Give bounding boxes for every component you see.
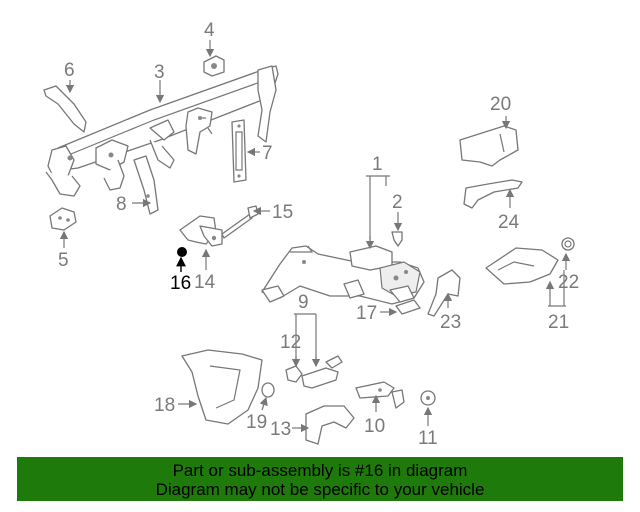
callout-20: 20 bbox=[490, 94, 511, 115]
part-17-piece bbox=[395, 299, 421, 315]
steering-column bbox=[261, 245, 425, 305]
part-13-bracket bbox=[305, 405, 355, 445]
part-20-upper-shroud bbox=[459, 125, 519, 167]
part-22-grommet bbox=[561, 237, 575, 251]
part-14-bracket bbox=[179, 215, 223, 247]
callout-labels: 4 6 3 7 8 5 15 14 16 1 2 17 23 20 24 22 … bbox=[58, 20, 579, 449]
banner-line-2: Diagram may not be specific to your vehi… bbox=[155, 480, 485, 499]
callout-4: 4 bbox=[204, 20, 215, 41]
part-4-bracket bbox=[203, 55, 225, 77]
leader-lines bbox=[59, 40, 571, 433]
callout-14: 14 bbox=[194, 272, 216, 293]
part-6-trim bbox=[43, 85, 87, 133]
callout-17: 17 bbox=[356, 303, 377, 324]
part-11-washer bbox=[420, 390, 436, 406]
callout-8: 8 bbox=[116, 194, 127, 215]
callout-2: 2 bbox=[392, 192, 403, 213]
callout-24: 24 bbox=[498, 212, 520, 233]
part-21-lower-shroud bbox=[485, 247, 559, 285]
callout-18: 18 bbox=[154, 395, 175, 416]
callout-19: 19 bbox=[246, 412, 267, 433]
callout-9: 9 bbox=[298, 292, 309, 313]
parts-diagram: 4 6 3 7 8 5 15 14 16 1 2 17 23 20 24 22 … bbox=[43, 20, 579, 449]
callout-5: 5 bbox=[58, 250, 69, 271]
callout-12: 12 bbox=[280, 332, 301, 353]
part-12-cylinder bbox=[285, 365, 303, 383]
callout-1: 1 bbox=[372, 154, 383, 175]
part-18-knee-bolster bbox=[181, 349, 263, 425]
part-8-support bbox=[133, 155, 159, 215]
part-24-switch bbox=[463, 179, 523, 209]
part-9-lock-cylinder bbox=[301, 355, 343, 389]
part-2-bolt bbox=[391, 231, 403, 247]
callout-3: 3 bbox=[154, 62, 165, 83]
part-5-plate bbox=[49, 207, 77, 231]
callout-15: 15 bbox=[272, 202, 293, 223]
banner-line-1: Part or sub-assembly is #16 in diagram bbox=[172, 461, 468, 480]
part-7-bracket bbox=[231, 119, 247, 183]
callout-22: 22 bbox=[558, 272, 579, 293]
callout-10: 10 bbox=[364, 416, 385, 437]
part-19-washer bbox=[261, 382, 275, 398]
callout-7: 7 bbox=[262, 143, 273, 164]
callout-6: 6 bbox=[64, 60, 75, 81]
callout-13: 13 bbox=[270, 419, 291, 440]
callout-23: 23 bbox=[440, 312, 461, 333]
callout-11: 11 bbox=[418, 428, 438, 449]
part-10-key-cylinder bbox=[355, 381, 405, 409]
info-banner: Part or sub-assembly is #16 in diagram D… bbox=[17, 457, 623, 501]
part-15-bolt bbox=[221, 205, 259, 239]
callout-21: 21 bbox=[548, 312, 569, 333]
part-23-lever bbox=[427, 269, 461, 317]
part-16-nut bbox=[177, 247, 187, 257]
cross-car-beam bbox=[45, 65, 279, 197]
callout-16: 16 bbox=[170, 273, 191, 294]
